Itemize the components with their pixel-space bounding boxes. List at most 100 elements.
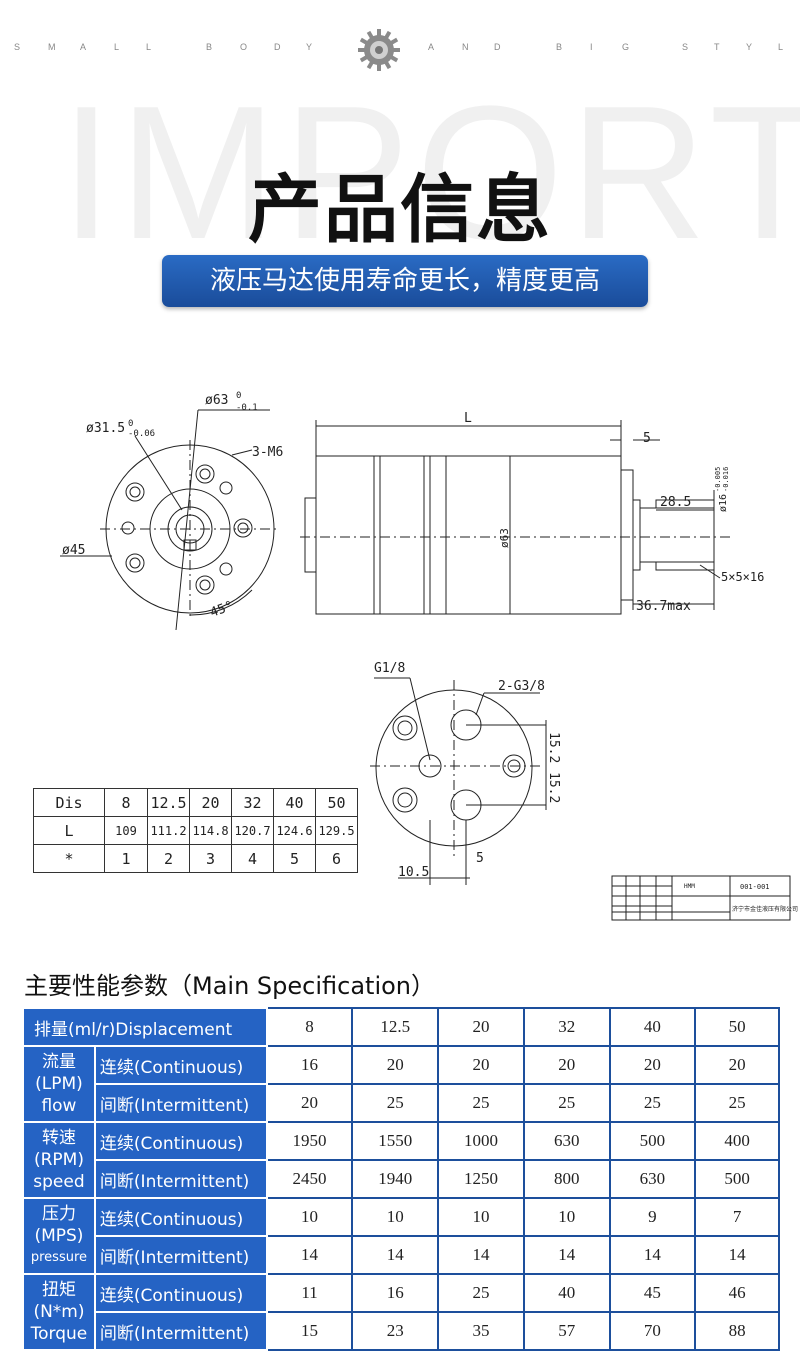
banner: 液压马达使用寿命更长，精度更高: [162, 255, 648, 307]
title-block-name: HMM: [684, 883, 695, 890]
dim-shaft-len: 28.5: [660, 495, 691, 510]
table-row: L 109 111.2 114.8 120.7 124.6 129.5: [33, 816, 358, 845]
group-label: 压力: [41, 1204, 76, 1224]
tagline: S M A L L B O D Y A N D B I G S T Y L: [0, 42, 800, 58]
tagline-letter: A: [80, 42, 87, 52]
table-row: Dis 8 12.5 20 32 40 50: [33, 788, 358, 817]
watermark: IMPORT: [60, 67, 800, 279]
table-row: 扭矩 (N*m) Torque 连续(Continuous) 11 16 25 …: [22, 1273, 780, 1351]
table-cell: 70: [608, 1311, 697, 1351]
table-cell: 3: [189, 844, 232, 873]
table-cell: 400: [694, 1121, 780, 1161]
group-label: flow: [41, 1096, 77, 1116]
table-cell: 25: [522, 1083, 611, 1123]
dim-d63: ø63: [205, 393, 228, 408]
dim-five-port: 5: [476, 851, 484, 866]
tagline-letter: N: [462, 42, 469, 52]
table-cell: 14: [694, 1235, 780, 1275]
table-cell: 50: [694, 1007, 780, 1047]
tagline-letter: D: [494, 42, 501, 52]
table-row: 间断(Intermittent) 2450 1940 1250 800 630 …: [23, 1159, 780, 1199]
table-cell: 14: [351, 1235, 440, 1275]
table-cell: 7: [694, 1197, 780, 1237]
tagline-letter: M: [48, 42, 56, 52]
table-row: 间断(Intermittent) 15 23 35 57 70 88: [23, 1311, 780, 1351]
table-cell: 23: [351, 1311, 440, 1351]
group-label: (LPM): [35, 1074, 83, 1094]
dim-length: L: [464, 411, 472, 426]
tagline-letter: Y: [306, 42, 313, 52]
group-header: 流量 (LPM) flow: [22, 1045, 96, 1123]
tagline-letter: Y: [746, 42, 753, 52]
dim-d16: ø16: [718, 494, 729, 512]
table-cell: 57: [522, 1311, 611, 1351]
table-cell: 40: [522, 1273, 611, 1313]
table-row: 转速 (RPM) speed 连续(Continuous) 1950 1550 …: [22, 1121, 780, 1199]
table-cell: 124.6: [273, 816, 316, 845]
table-cell: 2: [147, 844, 190, 873]
table-cell: 500: [608, 1121, 697, 1161]
tagline-letter: S: [14, 42, 21, 52]
table-cell: 630: [522, 1121, 611, 1161]
dim-d63-tol2: -0.1: [236, 403, 258, 413]
group-label: 流量: [41, 1052, 76, 1072]
row-header: 间断(Intermittent): [93, 1083, 268, 1123]
table-cell: 500: [694, 1159, 780, 1199]
table-cell: 5: [273, 844, 316, 873]
table-cell: 1250: [437, 1159, 525, 1199]
table-cell: 114.8: [189, 816, 232, 845]
table-cell: 10: [265, 1197, 354, 1237]
table-cell: 46: [694, 1273, 780, 1313]
table-cell: 1940: [351, 1159, 440, 1199]
table-cell: 11: [265, 1273, 354, 1313]
dim-d31-tol2: -0.06: [128, 429, 155, 439]
table-cell: 32: [231, 788, 274, 817]
group-label: speed: [33, 1172, 85, 1192]
dim-105: 10.5: [398, 865, 429, 880]
spec-table: 排量(ml/r)Displacement 8 12.5 20 32 40 50 …: [22, 1007, 780, 1351]
tagline-letter: O: [240, 42, 248, 52]
table-cell: 6: [315, 844, 358, 873]
dim-max: 36.7max: [636, 599, 691, 614]
table-cell: 25: [437, 1273, 525, 1313]
table-cell: 9: [608, 1197, 697, 1237]
group-label: (MPS): [34, 1226, 84, 1246]
tagline-letter: L: [778, 42, 784, 52]
table-cell: 10: [522, 1197, 611, 1237]
group-label: pressure: [30, 1250, 88, 1265]
table-row: 流量 (LPM) flow 连续(Continuous) 16 20 20 20…: [22, 1045, 780, 1123]
dim-d63-side: ø63: [498, 528, 511, 548]
dim-five: 5: [643, 431, 651, 446]
table-cell: 25: [437, 1083, 525, 1123]
table-cell: 12.5: [147, 788, 190, 817]
table-cell: Dis: [33, 788, 105, 817]
table-cell: 1: [104, 844, 148, 873]
group-header: 扭矩 (N*m) Torque: [22, 1273, 96, 1351]
dim-d31-tol: 0: [128, 419, 133, 429]
dim-d31: ø31.5: [86, 421, 125, 436]
table-cell: *: [33, 844, 105, 873]
dim-d16-tol: -0.005: [714, 467, 722, 492]
table-row: 间断(Intermittent) 20 25 25 25 25 25: [23, 1083, 780, 1123]
dim-g18: G1/8: [374, 661, 405, 676]
table-cell: 40: [608, 1007, 697, 1047]
tagline-letter: L: [114, 42, 120, 52]
table-cell: 2450: [265, 1159, 354, 1199]
row-header: 连续(Continuous): [93, 1121, 268, 1161]
table-cell: 8: [265, 1007, 354, 1047]
table-cell: 14: [265, 1235, 354, 1275]
table-cell: 25: [608, 1083, 697, 1123]
table-cell: 111.2: [147, 816, 190, 845]
table-cell: 4: [231, 844, 274, 873]
table-cell: 800: [522, 1159, 611, 1199]
table-cell: 20: [522, 1045, 611, 1085]
dis-length-table: Dis 8 12.5 20 32 40 50 L 109 111.2 114.8…: [33, 788, 358, 873]
table-row: 压力 (MPS) pressure 连续(Continuous) 10 10 1…: [22, 1197, 780, 1275]
table-row: 间断(Intermittent) 14 14 14 14 14 14: [23, 1235, 780, 1275]
dim-m6: 3-M6: [252, 445, 283, 460]
dim-d45: ø45: [62, 543, 85, 558]
table-row: * 1 2 3 4 5 6: [33, 844, 358, 873]
table-cell: 20: [265, 1083, 354, 1123]
technical-drawing: ø63 0 -0.1 ø31.5 0 -0.06 3-M6 ø45 45° L …: [60, 391, 798, 921]
title-block-company: 济宁市金佳液压有限公司: [732, 905, 798, 913]
